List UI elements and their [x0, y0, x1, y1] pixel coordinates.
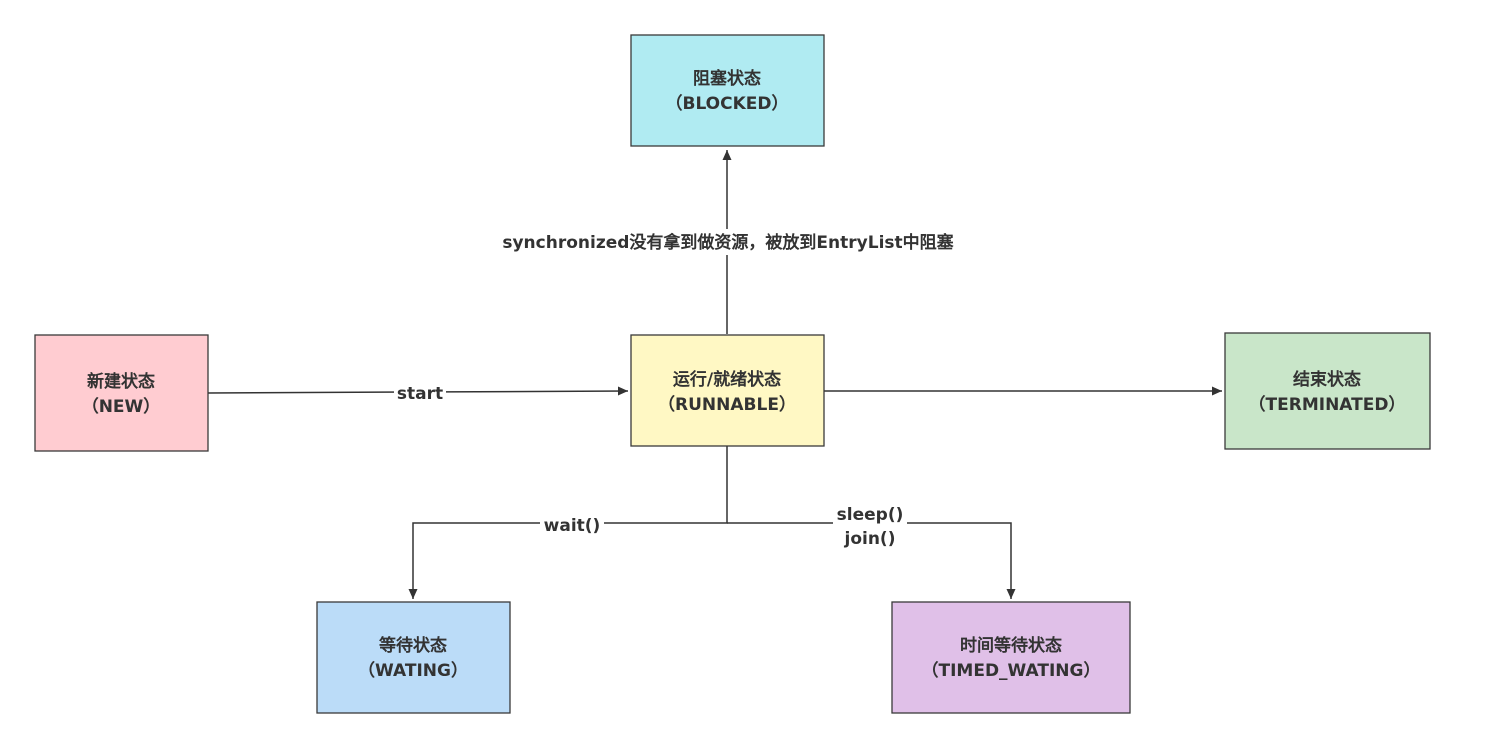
edge-start: start	[207, 381, 629, 404]
node-waiting-subtitle: （WATING）	[358, 660, 468, 681]
edge-wait-label: wait()	[544, 516, 601, 536]
node-terminated-subtitle: （TERMINATED）	[1249, 394, 1406, 415]
node-timed-waiting-box	[891, 601, 1131, 714]
node-blocked-title: 阻塞状态	[693, 68, 761, 89]
node-terminated: 结束状态 （TERMINATED）	[1224, 332, 1431, 450]
node-waiting-box	[316, 601, 511, 714]
edge-sleep-label-line2: join()	[844, 529, 896, 549]
edge-start-label: start	[397, 384, 443, 404]
node-new-subtitle: （NEW）	[82, 396, 161, 417]
node-blocked-box	[630, 34, 825, 147]
node-blocked-subtitle: （BLOCKED）	[665, 93, 788, 114]
node-waiting: 等待状态 （WATING）	[316, 601, 511, 714]
edge-synchronized-label-bg	[476, 229, 980, 255]
node-new-title: 新建状态	[87, 371, 155, 392]
node-runnable-title: 运行/就绪状态	[673, 369, 781, 390]
edge-wait-label-bg	[540, 513, 604, 535]
node-runnable-box	[630, 334, 825, 447]
edge-sleep-label-line1: sleep()	[837, 505, 904, 525]
node-timed-waiting: 时间等待状态 （TIMED_WATING）	[891, 601, 1131, 714]
edge-start-label-bg	[394, 381, 446, 403]
node-timed-waiting-subtitle: （TIMED_WATING）	[922, 660, 1101, 681]
node-runnable-subtitle: （RUNNABLE）	[658, 394, 796, 415]
node-terminated-box	[1224, 332, 1431, 450]
node-blocked: 阻塞状态 （BLOCKED）	[630, 34, 825, 147]
node-timed-waiting-title: 时间等待状态	[960, 635, 1062, 656]
edge-synchronized-label: synchronized没有拿到做资源，被放到EntryList中阻塞	[502, 232, 954, 253]
node-runnable: 运行/就绪状态 （RUNNABLE）	[630, 334, 825, 447]
edge-synchronized: synchronized没有拿到做资源，被放到EntryList中阻塞	[476, 150, 980, 334]
edge-sleep: sleep() join()	[727, 502, 1016, 599]
node-new: 新建状态 （NEW）	[34, 334, 209, 452]
edge-wait: wait()	[408, 446, 728, 599]
edge-sleep-label-bg	[833, 502, 907, 550]
edge-sleep-line	[727, 522, 1016, 599]
node-new-box	[34, 334, 209, 452]
node-waiting-title: 等待状态	[379, 635, 447, 656]
node-terminated-title: 结束状态	[1293, 369, 1361, 390]
